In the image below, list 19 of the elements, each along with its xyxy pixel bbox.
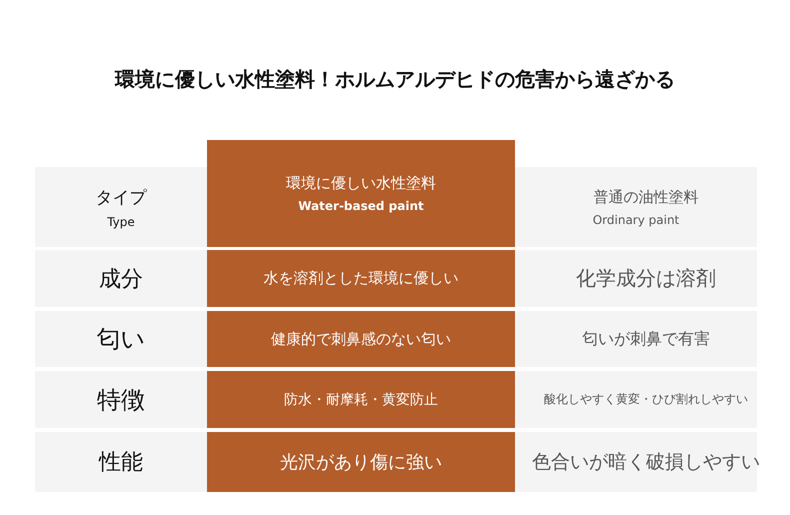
cell-text: 水を溶剤とした環境に優しい <box>264 269 458 288</box>
title: 環境に優しい水性塗料！ホルムアルデヒドの危害から遠ざかる <box>115 66 675 93</box>
cell-text: 健康的で刺鼻感のない匂い <box>271 330 451 348</box>
cell-text: 酸化しやすく黄変・ひび割れしやすい <box>544 391 748 408</box>
english-subtitle: Water-based paint <box>298 199 424 213</box>
cell-text: 化学成分は溶剤 <box>576 265 716 292</box>
cell-text: 光沢があり傷に強い <box>280 451 442 474</box>
cell-text: 防水・耐摩耗・黄変防止 <box>284 390 438 408</box>
row-heading: 匂い <box>96 324 146 355</box>
row-heading: 性能 <box>99 449 143 477</box>
row-heading: 特徴 <box>97 384 145 416</box>
column-heading: タイプ <box>96 186 146 208</box>
cell-text: 色合いが暗く破損しやすい <box>532 450 760 475</box>
cell-text: 匂いが刺鼻で有害 <box>582 328 710 350</box>
row-heading: 成分 <box>99 266 143 294</box>
column-heading: 環境に優しい水性塗料 <box>286 174 436 193</box>
english-subtitle: Ordinary paint <box>592 212 680 226</box>
english-subtitle: Type <box>107 214 135 228</box>
column-heading: 普通の油性塗料 <box>594 188 698 206</box>
